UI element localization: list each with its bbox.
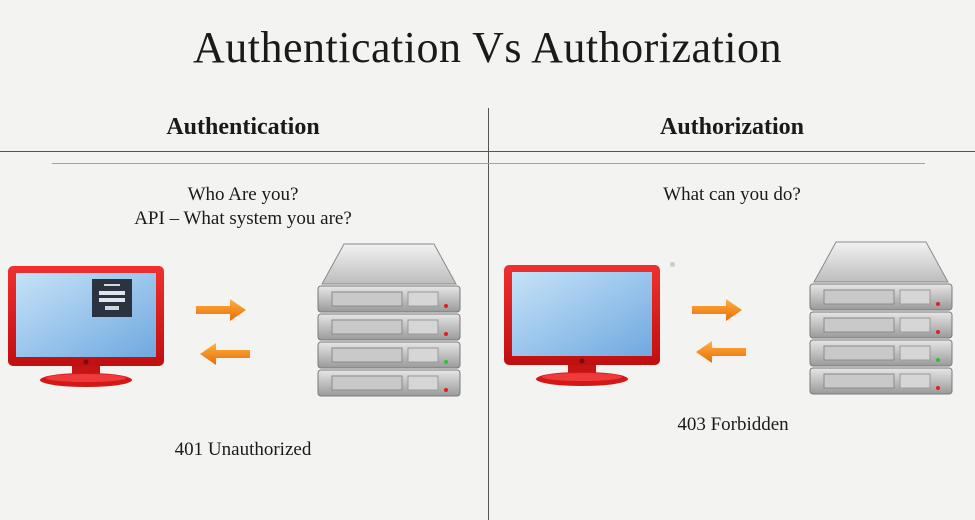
monitor-icon <box>8 266 164 387</box>
authentication-status: 401 Unauthorized <box>174 439 312 460</box>
page-title: Authentication Vs Authorization <box>192 23 783 72</box>
authentication-question-api: API – What system you are? <box>134 208 352 229</box>
authentication-question-who: Who Are you? <box>187 184 299 205</box>
column-divider <box>488 108 489 520</box>
server-icon <box>317 243 461 397</box>
arrow-right-icon <box>196 299 246 321</box>
arrow-left-icon <box>696 341 746 363</box>
authorization-question: What can you do? <box>663 184 801 205</box>
authentication-heading: Authentication <box>166 114 320 140</box>
login-form-icon <box>92 279 132 317</box>
authorization-heading: Authorization <box>660 114 804 140</box>
monitor-icon <box>504 265 660 386</box>
accent-divider <box>52 163 925 164</box>
server-icon <box>809 241 953 395</box>
arrow-right-icon <box>692 299 742 321</box>
header-divider <box>0 151 975 152</box>
decorative-dot <box>670 262 675 267</box>
authorization-status: 403 Forbidden <box>677 414 789 435</box>
arrow-left-icon <box>200 343 250 365</box>
